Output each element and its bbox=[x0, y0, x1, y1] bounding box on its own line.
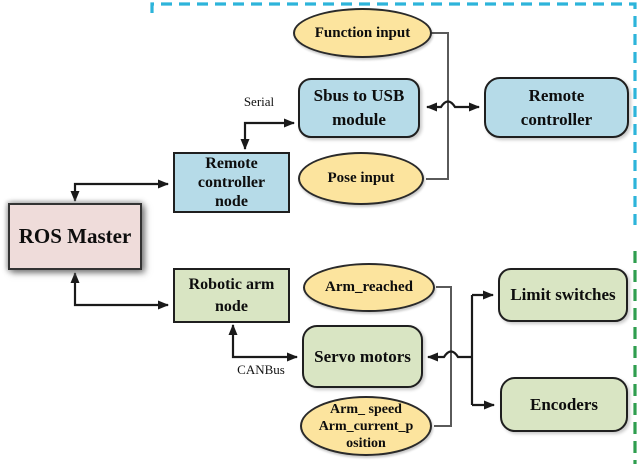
node-servo-motors: Servo motors bbox=[302, 325, 423, 388]
topic-function-input: Function input bbox=[293, 8, 432, 58]
node-remote-controller-node-label: Remote controller node bbox=[197, 155, 266, 210]
topic-arm-speed-position: Arm_ speed Arm_current_p osition bbox=[300, 396, 432, 456]
node-remote-controller-label: Remote controller bbox=[520, 85, 593, 129]
node-robotic-arm-node-label: Robotic arm node bbox=[188, 275, 275, 315]
node-encoders-label: Encoders bbox=[530, 394, 598, 414]
topic-arm-reached-label: Arm_reached bbox=[324, 279, 414, 295]
topic-pose-input: Pose input bbox=[298, 152, 424, 205]
function-pose-trunk bbox=[426, 32, 449, 180]
node-ros-master-label: ROS Master bbox=[18, 224, 132, 248]
servo-sensors-arrow bbox=[427, 350, 472, 362]
rosmaster-ranode-arrow bbox=[70, 272, 169, 310]
canbus-arrow bbox=[228, 324, 298, 362]
rosmaster-rcnode-arrow bbox=[70, 179, 169, 202]
serial-bus-label: Serial bbox=[243, 94, 275, 109]
node-sbus-to-usb-module-label: Sbus to USB module bbox=[313, 86, 405, 129]
topic-arm-speed-position-label: Arm_ speed Arm_current_p osition bbox=[318, 401, 414, 451]
canbus-label: CANBus bbox=[237, 362, 285, 377]
arm-topics-trunk bbox=[434, 286, 452, 427]
topic-pose-input-label: Pose input bbox=[327, 170, 395, 186]
sbus-remotecontroller-arrow bbox=[426, 100, 480, 112]
node-robotic-arm-node: Robotic arm node bbox=[173, 268, 290, 323]
node-remote-controller-node: Remote controller node bbox=[173, 152, 290, 213]
node-sbus-to-usb-module: Sbus to USB module bbox=[298, 78, 420, 138]
node-ros-master: ROS Master bbox=[8, 203, 142, 270]
node-limit-switches-label: Limit switches bbox=[510, 285, 616, 304]
node-remote-controller: Remote controller bbox=[484, 77, 629, 138]
node-encoders: Encoders bbox=[500, 377, 628, 432]
topic-arm-reached: Arm_reached bbox=[303, 263, 435, 312]
topic-function-input-label: Function input bbox=[314, 24, 411, 41]
serial-arrow bbox=[240, 118, 295, 150]
node-limit-switches: Limit switches bbox=[498, 268, 628, 322]
node-servo-motors-label: Servo motors bbox=[314, 346, 411, 366]
